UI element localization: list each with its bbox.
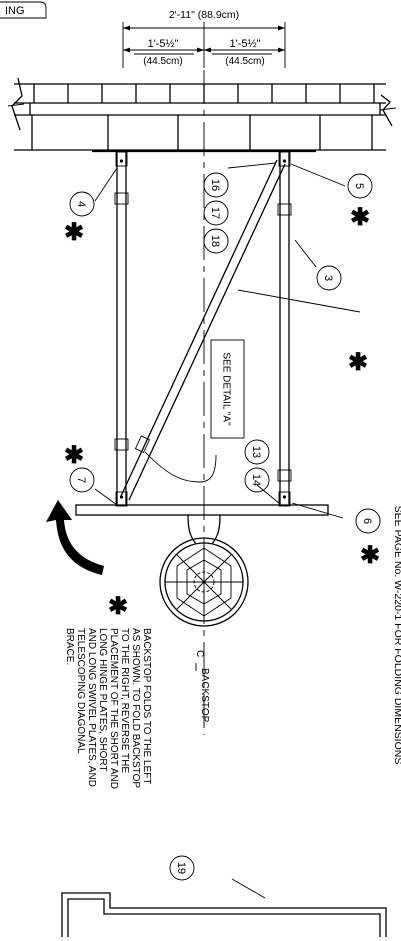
callout-18: 18 [209,235,221,247]
asterisk-6: ✱ [360,542,380,569]
callout-13: 13 [250,446,262,458]
half-dimensions: 1'-5½" (44.5cm) 1'-5½" (44.5cm) [123,22,285,68]
leader-lines [94,162,361,899]
fold-note-line-5: LONG HINGE PLATES, SHORT [97,628,108,772]
header-tag-box [0,1,47,19]
right-upright [277,151,292,507]
fold-note-line-1: BACKSTOP FOLDS TO THE LEFT [141,628,152,784]
fold-note-line-3: TO THE RIGHT, REVERSE THE [119,628,130,773]
left-dimension-imperial: 1'-5½" [147,38,178,50]
fold-note-line-8: BRACE. [64,628,75,665]
centerline-backstop-label: BACKSTOP [199,668,210,723]
backboard [75,504,329,516]
see-detail-box [210,339,245,439]
basketball-hoop [159,514,249,627]
channel-profile-inner [67,898,381,937]
asterisk-7: ✱ [64,442,84,469]
fold-note-line-2: AS SHOWN. TO FOLD BACKSTOP [130,628,141,788]
asterisk-5: ✱ [350,204,370,231]
folding-dimensions-note: SEE PAGE No. W-220-1 FOR FOLDING DIMENSI… [392,506,401,765]
centerline-symbol: C [194,650,205,657]
asterisk-4: ✱ [64,219,84,246]
fold-note-line-4: PLACEMENT OF THE SHORT AND [108,628,119,789]
callout-7: 7 [75,477,87,483]
callout-19: 19 [175,862,187,874]
masonry-wall [7,77,397,153]
overall-dimension-label: 2'-11" (88.9cm) [169,9,239,21]
fold-direction-arrow [46,500,104,575]
callout-6: 6 [361,518,373,524]
callout-5: 5 [353,183,365,189]
right-dimension-imperial: 1'-5½" [229,38,260,50]
fold-note-line-7: TELESCOPING DIAGONAL [75,628,86,754]
centerline-label: C BACKSTOP [194,650,210,723]
overall-dimension: 2'-11" (88.9cm) [122,9,286,68]
fold-note-line-6: AND LONG SWIVEL PLATES, AND [86,628,97,787]
diagonal-brace [120,159,286,501]
callout-17: 17 [209,207,221,219]
asterisk-brace: ✱ [348,349,368,376]
header-tag: ING [5,5,25,17]
see-detail-label: SEE DETAIL "A" [221,352,232,426]
callout-16: 16 [209,179,221,191]
channel-profile [61,892,387,937]
callout-balloons [69,172,381,881]
asterisk-fold-note: ✱ [108,593,128,620]
right-dimension-metric: (44.5cm) [225,56,264,67]
left-dimension-metric: (44.5cm) [143,56,182,67]
callout-14: 14 [250,474,262,486]
fold-note: BACKSTOP FOLDS TO THE LEFT AS SHOWN. TO … [64,628,152,789]
left-upright [114,151,129,507]
callout-4: 4 [75,201,87,207]
callout-3: 3 [322,275,334,281]
